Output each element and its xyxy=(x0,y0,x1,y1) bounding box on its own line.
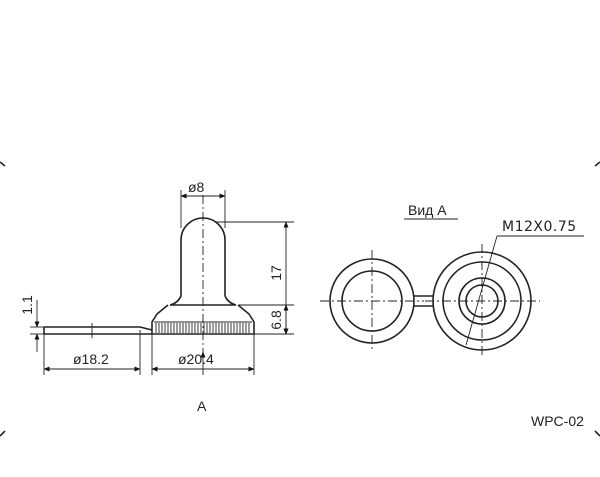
dim-height-base: 6.8 xyxy=(268,310,284,330)
knurl-texture xyxy=(155,323,250,333)
view-strap xyxy=(413,295,434,307)
dim-height-total: 17 xyxy=(268,265,284,281)
dim-top-diameter: ø8 xyxy=(188,179,205,195)
boot-stem xyxy=(180,217,226,296)
part-code: WPC-02 xyxy=(531,413,584,429)
boot-flange xyxy=(151,304,255,335)
boot-shoulder xyxy=(169,295,237,306)
view-title: Вид А xyxy=(408,202,447,218)
view-marker: A xyxy=(197,398,207,414)
dim-base-diameter: ø20.4 xyxy=(178,351,214,367)
view-a: Вид А M12X0.75 xyxy=(320,202,584,358)
dim-tab-diameter: ø18.2 xyxy=(73,351,109,367)
thread-label: M12X0.75 xyxy=(502,219,577,235)
frame-corners xyxy=(0,161,600,437)
side-view: ø8 17 6.8 1.1 ø18.2 ø20.4 A xyxy=(19,179,294,414)
strap-tab xyxy=(43,326,153,335)
dim-thickness: 1.1 xyxy=(19,295,35,315)
